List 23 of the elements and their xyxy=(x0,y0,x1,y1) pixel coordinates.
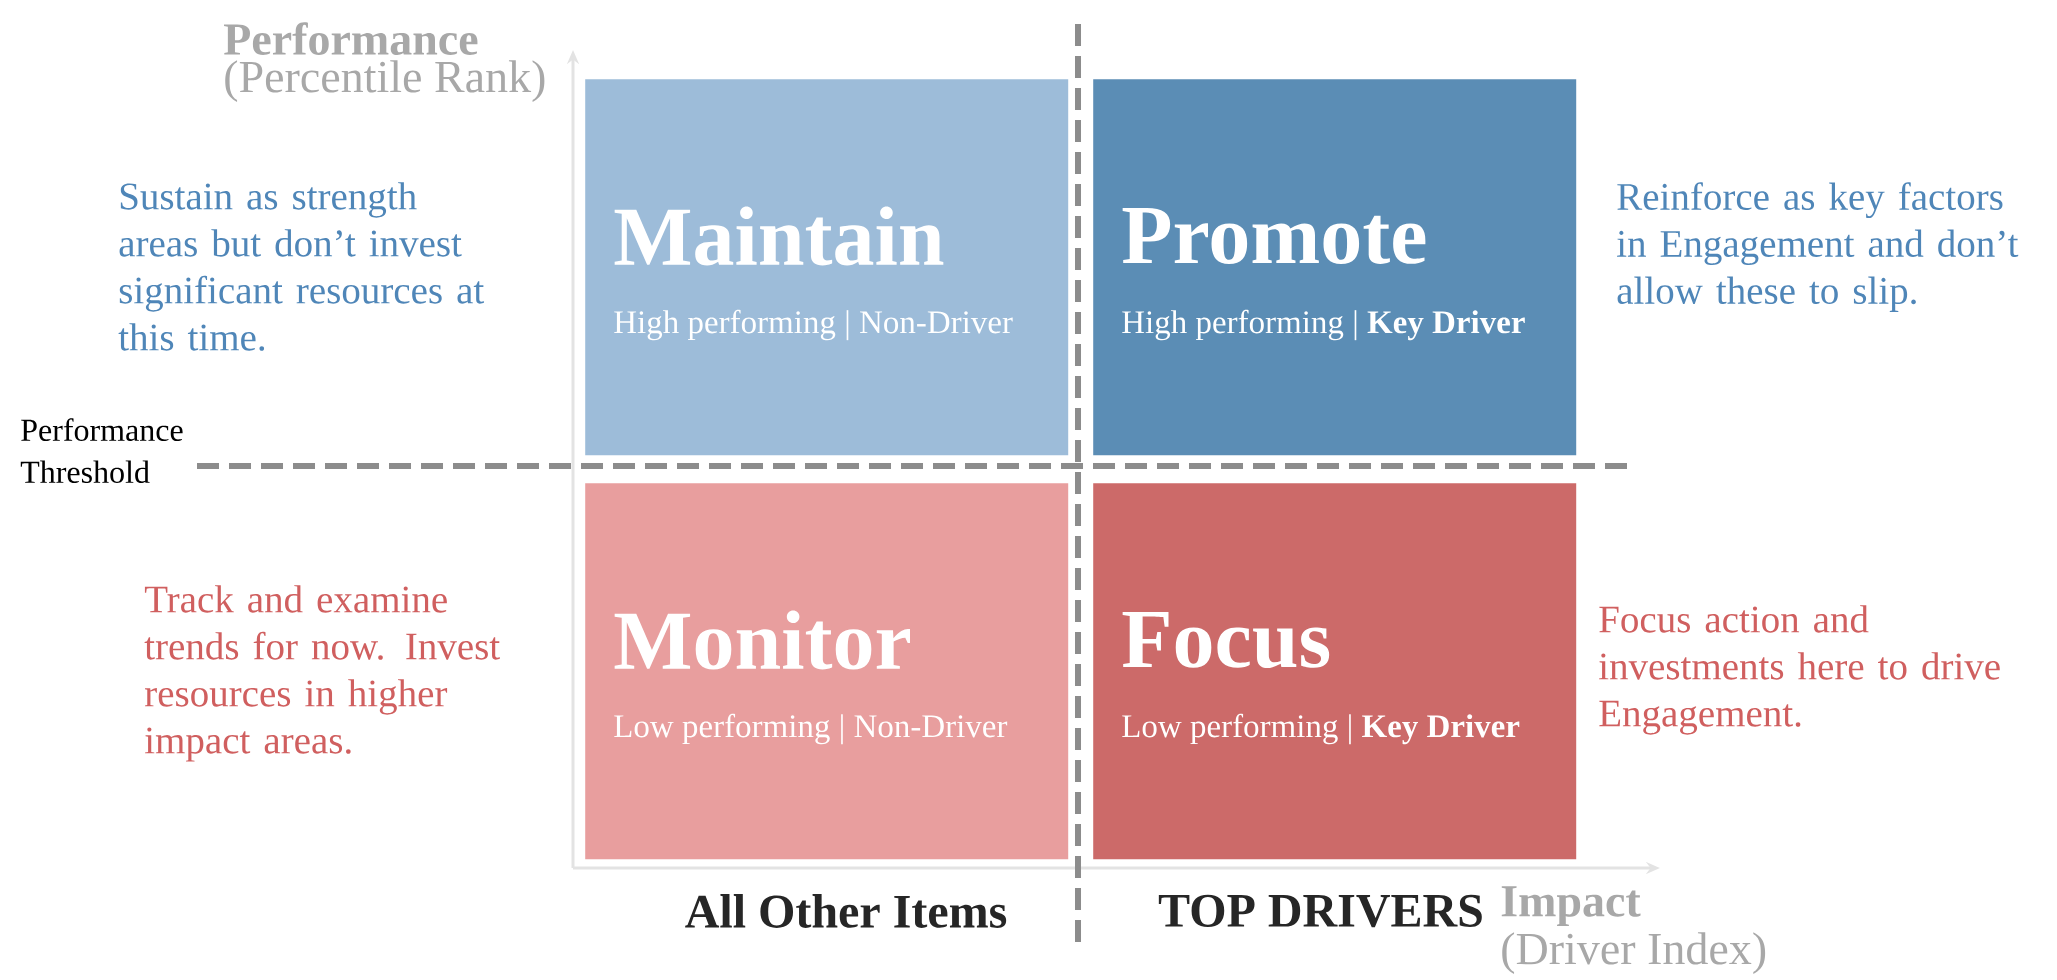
strategy-note: Track and examine trends for now. Invest resources in higher impact areas. xyxy=(144,585,500,762)
strategy-note: Focus action and investments here to drive Engagement. xyxy=(1599,605,2000,735)
quadrant-box xyxy=(1093,79,1577,456)
quadrant-subtitle: Low performing | Key Driver xyxy=(1122,713,1520,745)
axis-subtitle: (Driver Index) xyxy=(1502,932,1766,974)
quadrant-title: Monitor xyxy=(614,610,910,670)
quadrant-box xyxy=(585,483,1069,860)
quadrant-box xyxy=(585,79,1069,456)
quadrant-subtitle: High performing | Key Driver xyxy=(1122,309,1525,341)
axis-title: Impact xyxy=(1501,886,1641,927)
quadrant-title: Focus xyxy=(1122,612,1330,668)
column-label: TOP DRIVERS xyxy=(1158,894,1482,928)
quadrant-box xyxy=(1093,483,1577,860)
axis-subtitle: (Percentile Rank) xyxy=(225,60,545,102)
quadrant-subtitle: High performing | Non-Driver xyxy=(614,309,1013,341)
strategy-note: Sustain as strength areas but don’t invest significant resources at this time. xyxy=(118,182,484,351)
quadrant-subtitle: Low performing | Non-Driver xyxy=(614,713,1008,745)
column-label: All Other Items xyxy=(685,894,1007,928)
threshold-label: Performance Threshold xyxy=(20,418,183,484)
quadrant-title: Maintain xyxy=(614,206,944,266)
axis-title: Performance xyxy=(224,22,478,56)
quadrant-title: Promote xyxy=(1122,208,1426,264)
strategy-note: Reinforce as key factors in Engagement and don’t allow these to slip. xyxy=(1617,182,2019,312)
